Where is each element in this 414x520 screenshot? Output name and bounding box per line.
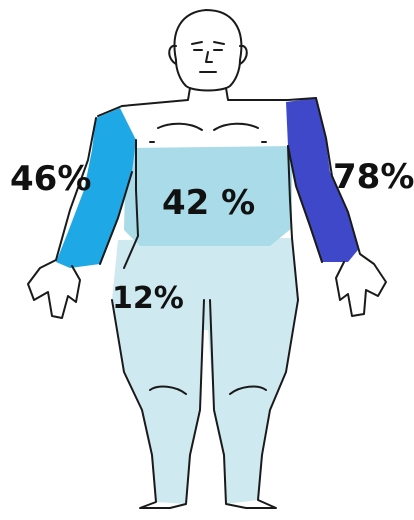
chest-outline — [150, 124, 266, 142]
legs-region — [112, 238, 298, 504]
head-outline — [174, 10, 241, 91]
right-arm-percentage: 78% — [333, 160, 414, 194]
shoulder-outline — [98, 88, 316, 116]
face-outline — [192, 42, 224, 72]
legs-percentage: 12% — [112, 284, 184, 314]
left-arm-percentage: 46% — [10, 162, 91, 196]
torso-percentage: 42 % — [162, 186, 255, 220]
